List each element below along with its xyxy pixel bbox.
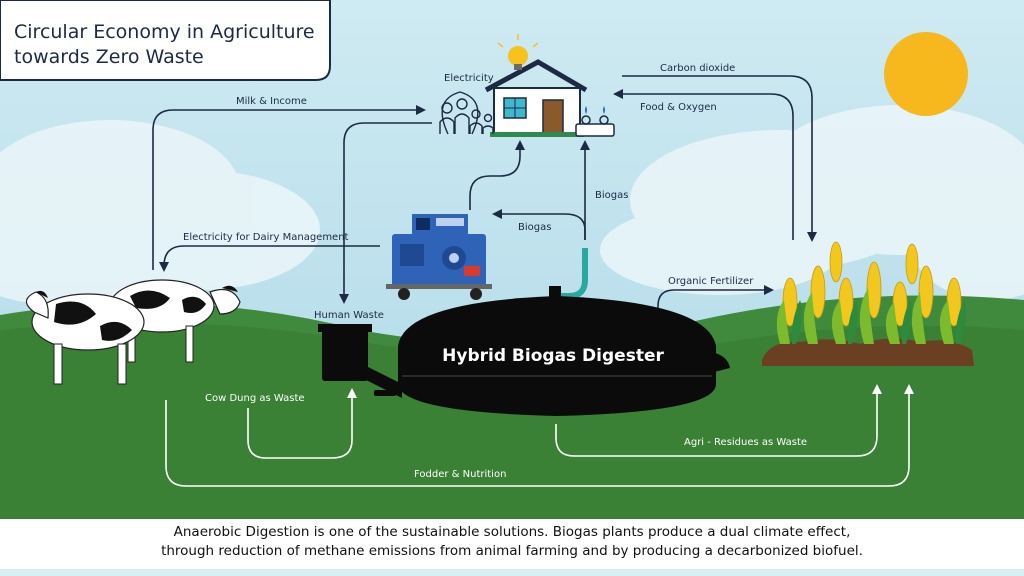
arrow-carbon-dioxide bbox=[622, 75, 817, 242]
title-box: Circular Economy in Agriculture towards … bbox=[0, 0, 331, 81]
caption: Anaerobic Digestion is one of the sustai… bbox=[0, 519, 1024, 569]
label-fodder-nutrition: Fodder & Nutrition bbox=[414, 469, 506, 480]
arrow-electricity-dairy bbox=[159, 245, 380, 272]
family-icon bbox=[439, 91, 494, 135]
label-human-waste: Human Waste bbox=[314, 310, 384, 321]
cow-icon bbox=[25, 279, 241, 385]
diagram-canvas: Circular Economy in Agriculture towards … bbox=[0, 0, 1024, 519]
arrow-agri-residues bbox=[555, 384, 882, 457]
generator-icon bbox=[386, 214, 492, 300]
title-line-2: towards Zero Waste bbox=[14, 46, 204, 68]
caption-line-2: through reduction of methane emissions f… bbox=[161, 543, 863, 559]
arrow-milk-income bbox=[152, 105, 426, 270]
arrow-fodder-nutrition bbox=[165, 384, 914, 487]
grass-shade bbox=[0, 322, 1024, 519]
label-electricity-dairy: Electricity for Dairy Management bbox=[183, 232, 349, 243]
clouds bbox=[0, 105, 1024, 305]
label-milk-income: Milk & Income bbox=[236, 96, 307, 107]
label-agri-residues: Agri - Residues as Waste bbox=[684, 437, 807, 448]
arrow-food-oxygen bbox=[613, 89, 794, 240]
arrow-generator-house bbox=[469, 140, 525, 210]
arrow-human-waste bbox=[339, 122, 432, 304]
upper-arrows bbox=[152, 75, 817, 312]
digester-label: Hybrid Biogas Digester bbox=[442, 346, 664, 366]
arrow-organic-fertilizer bbox=[657, 285, 774, 312]
label-cow-dung: Cow Dung as Waste bbox=[205, 393, 305, 404]
biogas-pipe bbox=[558, 248, 588, 299]
footer-strip bbox=[0, 569, 1024, 576]
lightbulb-icon bbox=[497, 34, 539, 70]
lower-arrows bbox=[165, 384, 914, 487]
house-icon bbox=[484, 59, 588, 137]
gas-stove-icon bbox=[575, 106, 615, 137]
label-biogas-generator: Biogas bbox=[518, 222, 551, 233]
corn-icon bbox=[762, 241, 974, 366]
label-food-oxygen: Food & Oxygen bbox=[640, 102, 717, 113]
title-line-1: Circular Economy in Agriculture bbox=[14, 21, 315, 43]
arrow-cow-dung bbox=[247, 388, 357, 459]
label-electricity: Electricity bbox=[444, 73, 494, 84]
sun-icon bbox=[884, 32, 968, 116]
caption-line-1: Anaerobic Digestion is one of the sustai… bbox=[173, 524, 851, 540]
digester-icon bbox=[318, 286, 730, 416]
label-carbon-dioxide: Carbon dioxide bbox=[660, 63, 735, 74]
label-organic-fertilizer: Organic Fertilizer bbox=[668, 276, 754, 287]
label-biogas-upper: Biogas bbox=[595, 190, 628, 201]
